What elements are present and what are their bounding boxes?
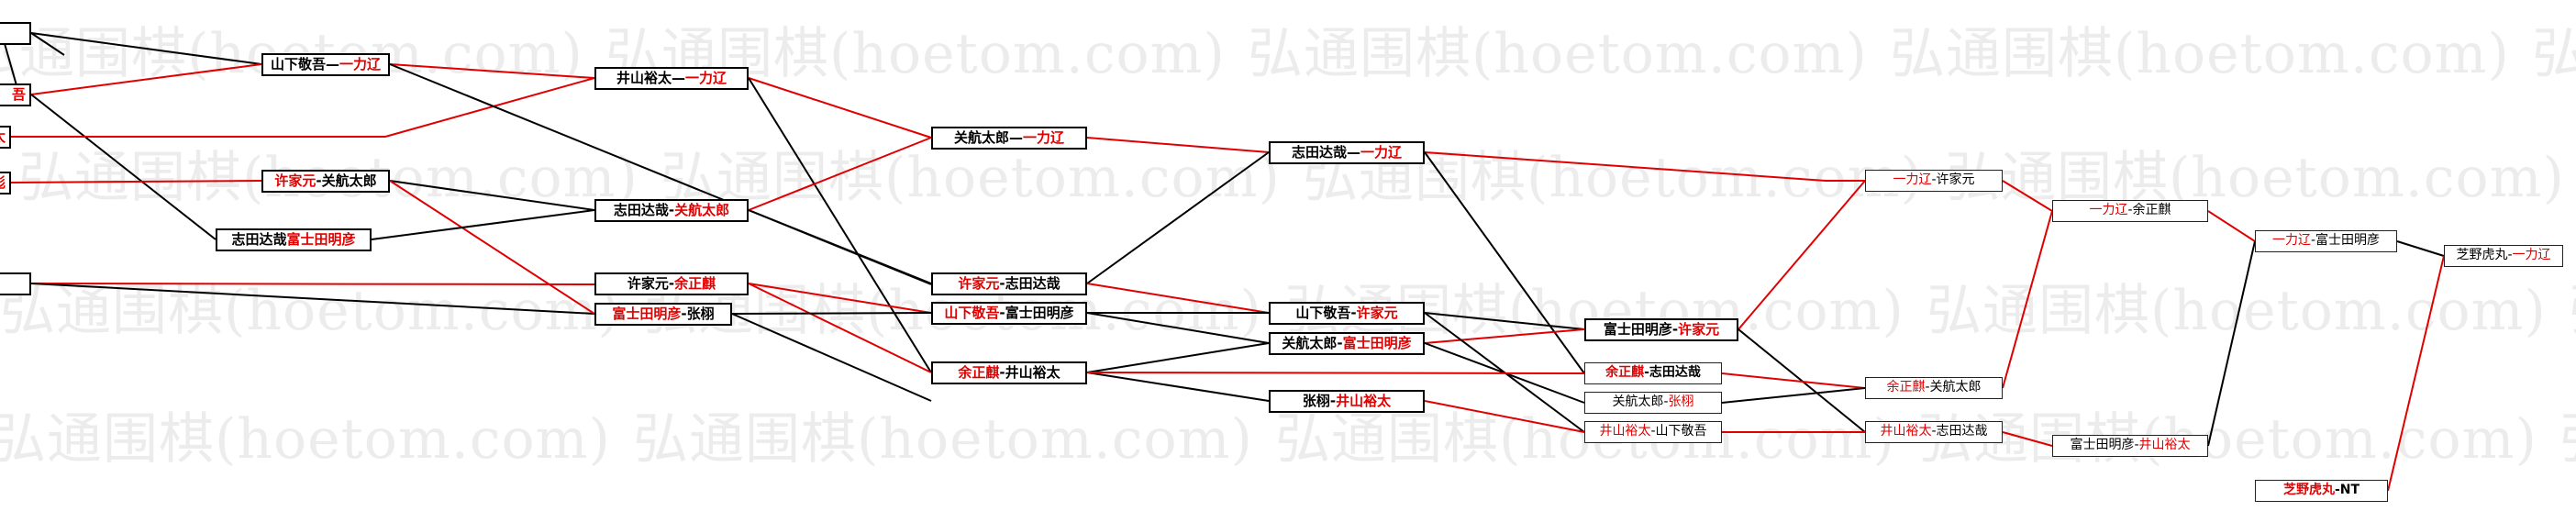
bracket-node-d2: 山下敬吾-许家元: [1269, 302, 1425, 325]
bracket-node-i2: 芝野虎丸-NT: [2255, 480, 2388, 502]
bracket-edge: [384, 77, 595, 138]
bracket-node-b1: 井山裕太—一力辽: [594, 67, 749, 90]
bracket-edge: [30, 94, 217, 240]
bracket-node-b3: 许家元-余正麒: [594, 272, 749, 295]
bracket-edge: [2396, 240, 2445, 257]
bracket-node-e1: 富士田明彦-许家元: [1584, 318, 1738, 341]
bracket-edge: [1086, 312, 1270, 344]
bracket-edge: [748, 283, 932, 314]
bracket-node-e2: 余正麒-志田达哉: [1584, 362, 1722, 384]
bracket-edge: [2207, 240, 2256, 447]
bracket-edge: [30, 32, 65, 56]
bracket-node-h1: 一力辽-富士田明彦: [2255, 230, 2397, 252]
bracket-edge: [2002, 210, 2053, 389]
bracket-edge: [1424, 400, 1585, 433]
bracket-node-e3: 关航太郎-张栩: [1584, 392, 1722, 414]
bracket-edge: [1086, 283, 1270, 314]
bracket-edge: [2002, 431, 2053, 447]
bracket-node-b2: 志田达哉-关航太郎: [594, 199, 749, 222]
bracket-edge: [2207, 210, 2256, 242]
bracket-node-e4: 井山裕太-山下敬吾: [1584, 421, 1722, 443]
bracket-edge: [1086, 342, 1270, 373]
bracket-edge: [30, 32, 262, 65]
bracket-edge: [748, 137, 932, 211]
bracket-node-l3: 太: [0, 126, 11, 149]
bracket-node-l5: [0, 272, 31, 295]
bracket-node-a2: 许家元-关航太郎: [261, 170, 390, 193]
bracket-edge: [1738, 180, 1866, 330]
bracket-node-d3: 关航太郎-富士田明彦: [1269, 332, 1425, 355]
bracket-edge: [1086, 372, 1585, 374]
bracket-edge: [1424, 312, 1585, 330]
bracket-node-b4: 富士田明彦-张栩: [594, 303, 732, 326]
bracket-edge: [2002, 180, 2053, 212]
bracket-edge: [2387, 255, 2445, 492]
bracket-edge: [30, 283, 595, 315]
bracket-node-c3: 山下敬吾-富士田明彦: [931, 302, 1087, 325]
bracket-edge: [748, 77, 932, 139]
bracket-node-g1: 一力辽-余正麒: [2052, 200, 2208, 222]
bracket-edge: [1424, 151, 1827, 182]
bracket-edge: [389, 180, 595, 211]
bracket-edge: [389, 63, 595, 79]
bracket-node-l1: [0, 22, 31, 45]
bracket-edge: [30, 283, 595, 285]
bracket-node-c2: 许家元-志田达哉: [931, 272, 1087, 295]
bracket-edge: [1424, 328, 1585, 344]
bracket-node-a1: 山下敬吾—一力辽: [261, 53, 390, 76]
bracket-edge: [1721, 387, 1866, 404]
bracket-edge: [10, 180, 262, 183]
bracket-edge: [731, 312, 932, 315]
bracket-edge: [1424, 151, 1585, 374]
bracket-edge: [748, 283, 932, 373]
bracket-edge: [1086, 137, 1270, 153]
bracket-edge: [371, 209, 595, 240]
bracket-node-l2: 吾: [0, 83, 31, 106]
bracket-node-f1: 一力辽-许家元: [1865, 170, 2003, 192]
bracket-node-l4: 彪: [0, 172, 11, 194]
bracket-node-c4: 余正麒-井山裕太: [931, 361, 1087, 384]
bracket-node-f3: 井山裕太-志田达哉: [1865, 421, 2003, 443]
bracket-node-f2: 余正麒-关航太郎: [1865, 377, 2003, 399]
bracket-edge: [748, 77, 932, 373]
bracket-edge: [1721, 372, 1866, 389]
bracket-node-g2: 富士田明彦-井山裕太: [2052, 435, 2208, 457]
bracket-edge: [731, 313, 932, 402]
bracket-edge: [1086, 372, 1270, 402]
bracket-edge: [1086, 151, 1270, 284]
bracket-edge: [389, 180, 595, 315]
bracket-node-a3: 志田达哉富士田明彦: [216, 228, 372, 251]
bracket-node-d1: 志田达哉—一力辽: [1269, 141, 1425, 164]
bracket-edge: [748, 209, 932, 284]
bracket-node-c1: 关航太郎—一力辽: [931, 127, 1087, 150]
bracket-edge: [30, 63, 262, 95]
bracket-node-i1: 芝野虎丸-一力辽: [2444, 245, 2563, 267]
bracket-node-d4: 张栩-井山裕太: [1269, 390, 1425, 413]
